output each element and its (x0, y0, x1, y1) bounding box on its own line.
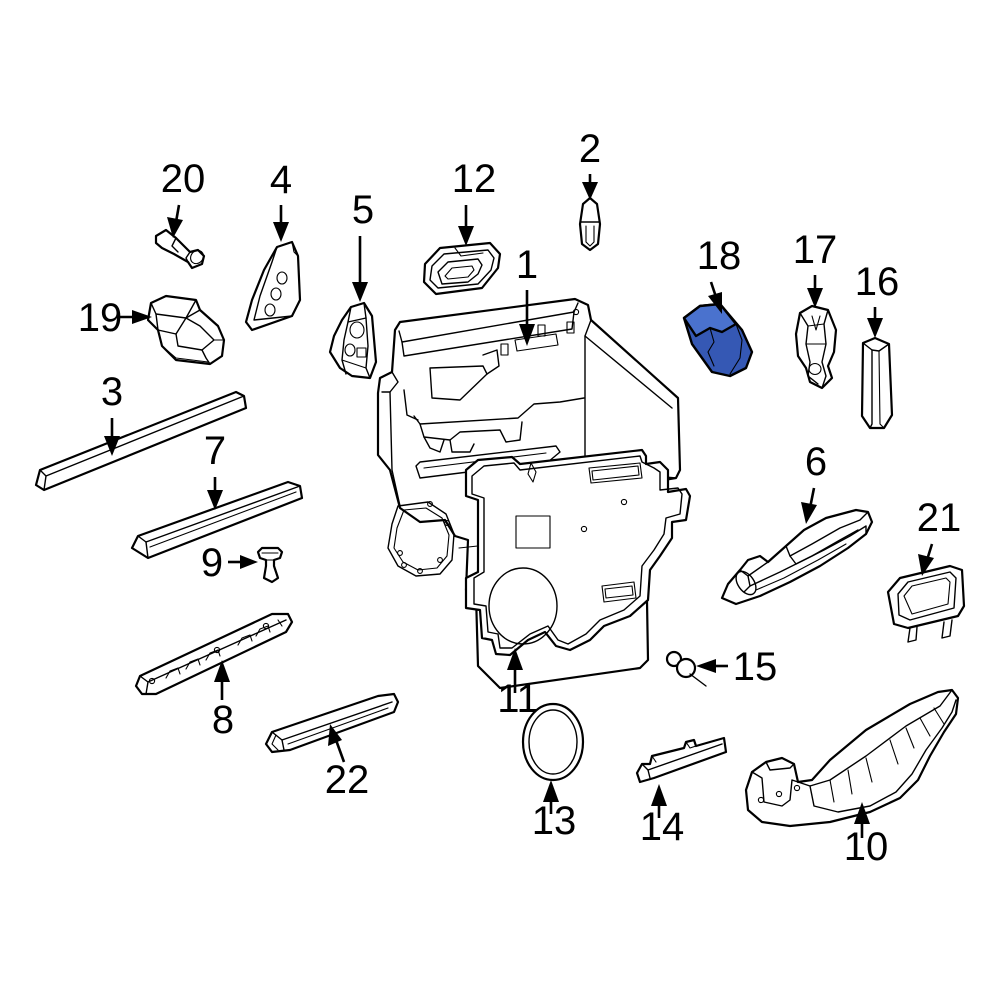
part-door-lock-knob[interactable] (578, 196, 602, 252)
callout-label-6: 6 (805, 440, 827, 484)
part-door-sill-scuff-plate[interactable] (744, 688, 960, 828)
callout-label-9: 9 (201, 541, 223, 585)
callout-18[interactable]: 18 (697, 234, 742, 314)
callout-13[interactable]: 13 (532, 780, 577, 843)
callout-label-8: 8 (212, 698, 234, 742)
callout-label-16: 16 (855, 260, 900, 304)
callout-14[interactable]: 14 (640, 784, 685, 849)
callout-label-18: 18 (697, 234, 742, 278)
callout-label-5: 5 (352, 188, 374, 232)
callout-label-21: 21 (917, 496, 962, 540)
callout-label-19: 19 (78, 296, 123, 340)
callout-15[interactable]: 15 (696, 645, 777, 689)
callout-19[interactable]: 19 (78, 296, 152, 340)
part-rear-corner-cover[interactable] (328, 301, 378, 380)
callout-3[interactable]: 3 (101, 370, 123, 456)
part-inner-belt-weatherstrip[interactable] (130, 480, 304, 560)
callout-2[interactable]: 2 (579, 127, 601, 200)
part-outer-belt-weatherstrip[interactable] (34, 390, 248, 492)
callout-22[interactable]: 22 (325, 724, 370, 802)
part-switch-bezel[interactable] (794, 304, 838, 390)
part-door-handle-bezel[interactable] (422, 241, 502, 296)
part-front-corner-cover-upper[interactable] (244, 240, 302, 332)
callout-label-17: 17 (793, 228, 838, 272)
callout-label-20: 20 (161, 157, 206, 201)
part-side-trim-insert[interactable] (860, 336, 894, 430)
callout-6[interactable]: 6 (801, 440, 827, 524)
callout-9[interactable]: 9 (201, 541, 258, 585)
callout-label-12: 12 (452, 157, 497, 201)
callout-label-13: 13 (532, 799, 577, 843)
callout-label-2: 2 (579, 127, 601, 171)
part-lower-trim-molding[interactable] (134, 612, 294, 696)
callout-label-3: 3 (101, 370, 123, 414)
part-lower-applique-trim[interactable] (264, 692, 400, 754)
callout-7[interactable]: 7 (204, 429, 226, 510)
part-antenna-stud[interactable] (154, 228, 206, 270)
part-courtesy-lamp-housing[interactable] (146, 294, 226, 366)
callout-1[interactable]: 1 (516, 243, 538, 346)
callout-label-22: 22 (325, 758, 370, 802)
part-speaker-grille-gasket[interactable] (521, 702, 585, 782)
callout-label-15: 15 (733, 645, 778, 689)
part-door-pull-handle-cover[interactable] (682, 302, 754, 378)
callout-21[interactable]: 21 (917, 496, 962, 576)
callout-8[interactable]: 8 (212, 660, 234, 742)
callout-16[interactable]: 16 (855, 260, 900, 338)
part-retainer-clip[interactable] (256, 546, 284, 584)
part-switch-blank-cover[interactable] (886, 564, 966, 643)
callout-label-10: 10 (844, 825, 889, 869)
callout-17[interactable]: 17 (793, 228, 838, 308)
callout-4[interactable]: 4 (270, 158, 292, 242)
callout-5[interactable]: 5 (352, 188, 374, 302)
callout-label-1: 1 (516, 243, 538, 287)
callout-20[interactable]: 20 (161, 157, 206, 238)
part-lower-retainer-strip[interactable] (635, 736, 728, 784)
callout-10[interactable]: 10 (844, 802, 889, 869)
part-armrest-pull-handle[interactable] (720, 508, 874, 606)
callout-label-4: 4 (270, 158, 292, 202)
callout-label-7: 7 (204, 429, 226, 473)
part-push-pin-fastener[interactable] (665, 650, 707, 687)
part-water-shield[interactable] (464, 448, 692, 657)
callout-label-14: 14 (640, 805, 685, 849)
callout-12[interactable]: 12 (452, 157, 497, 246)
